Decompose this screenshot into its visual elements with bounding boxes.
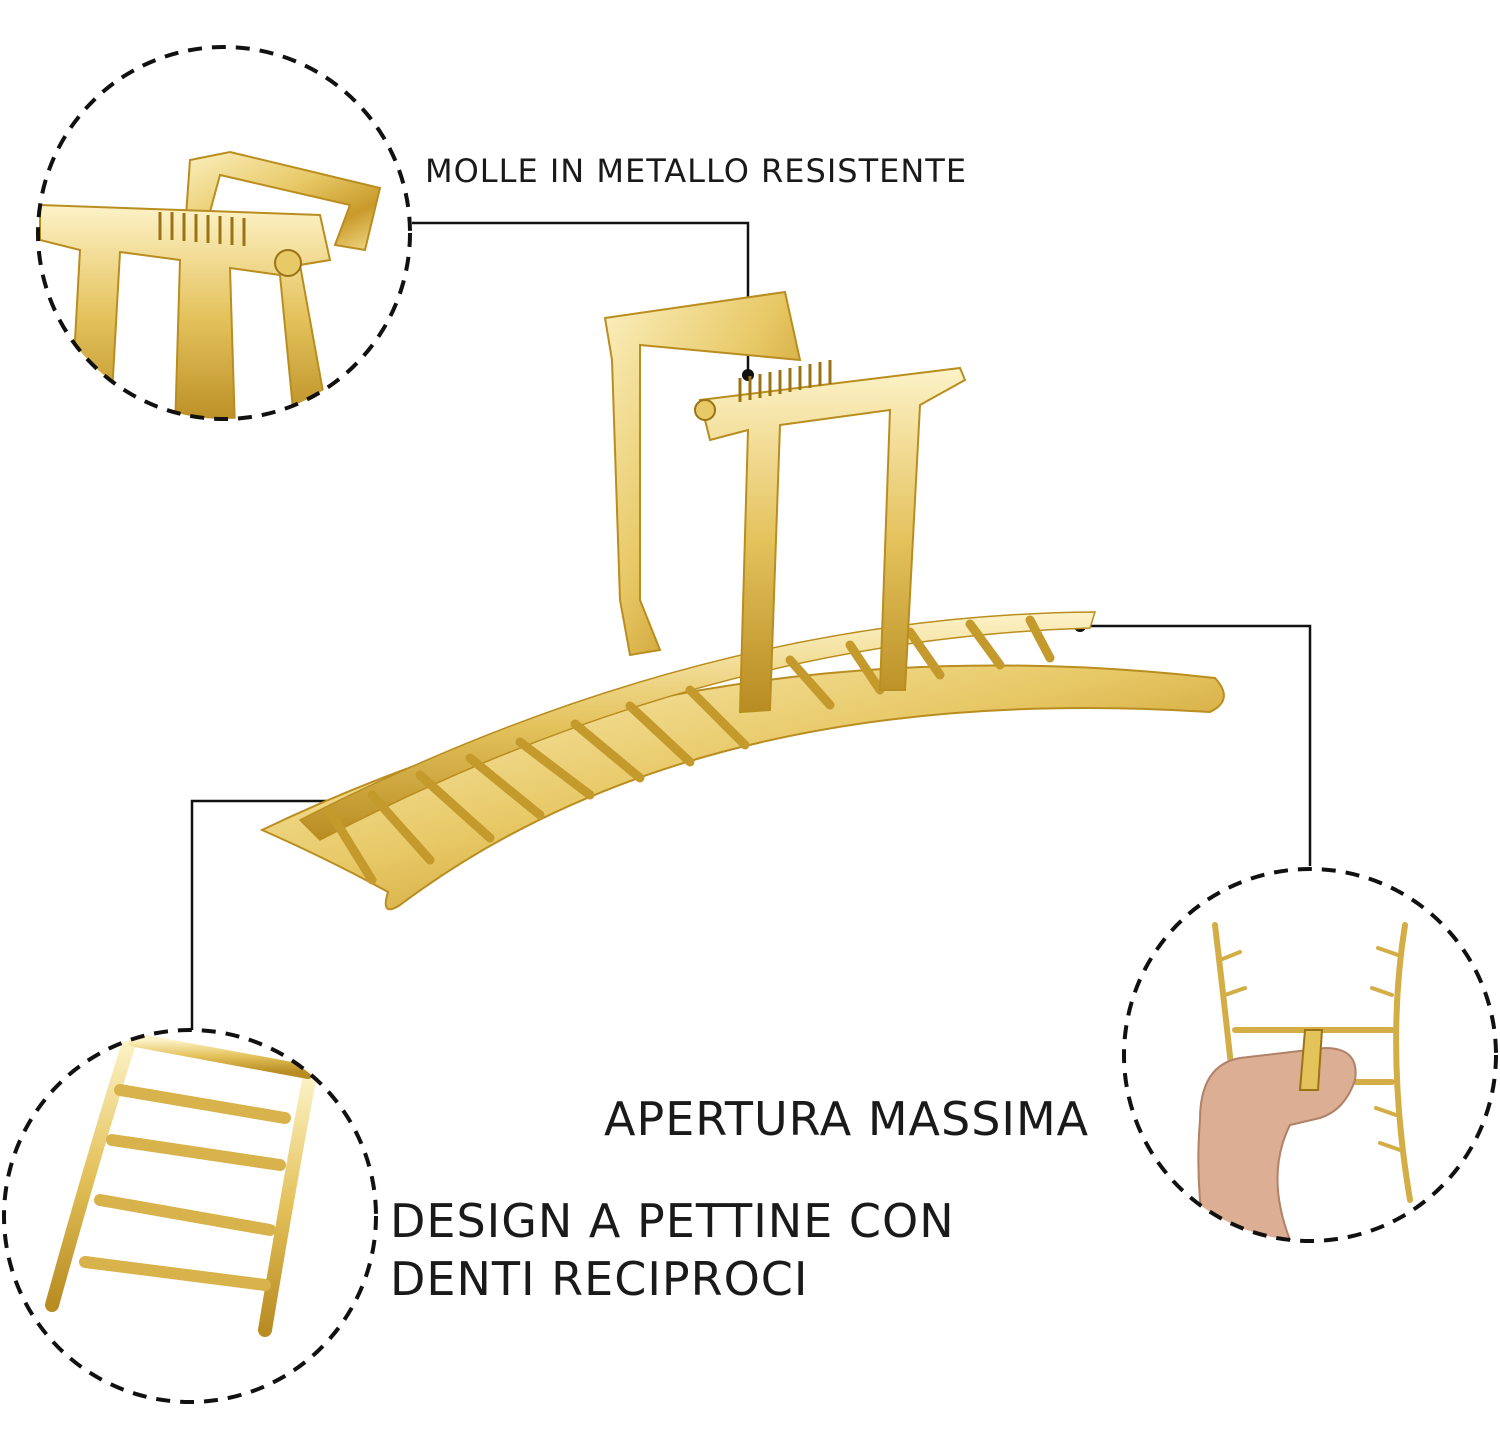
springs-label: MOLLE IN METALLO RESISTENTE [425, 152, 968, 190]
comb-detail-circle [2, 1028, 378, 1404]
callout-dot-springs [742, 369, 754, 381]
callout-line-springs [412, 221, 750, 375]
comb-design-label: DESIGN A PETTINE CON DENTI RECIPROCI [390, 1194, 955, 1306]
max-opening-circle [1122, 867, 1498, 1243]
callout-line-opening [1082, 624, 1312, 866]
hand-image [1197, 1046, 1357, 1241]
spring-detail-circle [36, 45, 412, 421]
claw-clip-image [259, 290, 1225, 911]
max-opening-label: APERTURA MASSIMA [604, 1092, 1090, 1146]
